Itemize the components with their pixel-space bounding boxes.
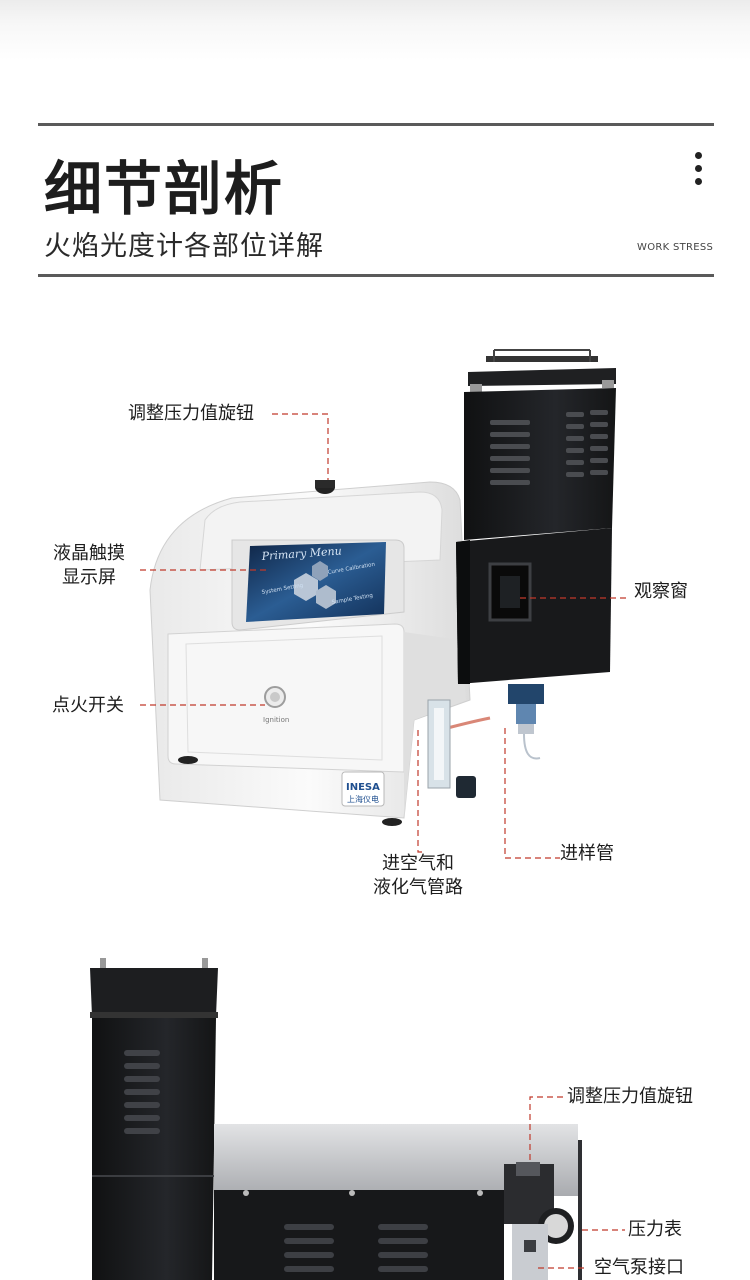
label-lcd-line1: 液晶触摸 [53, 543, 125, 564]
header-rule-top [38, 123, 714, 126]
label-gas-line1: 进空气和 [382, 853, 454, 874]
label-ignition-switch: 点火开关 [52, 695, 124, 716]
label-gas-line2: 液化气管路 [373, 877, 463, 898]
callout-lines-top [140, 413, 628, 859]
header-rule-bottom [38, 274, 714, 277]
label-sample-tube: 进样管 [560, 843, 614, 864]
label-pressure-knob: 调整压力值旋钮 [128, 403, 254, 424]
vertical-dots-icon [695, 152, 703, 186]
brand-logo-cn: 上海仪电 [347, 794, 379, 804]
screen-menu-title: Primary Menu [260, 544, 342, 563]
flame-photometer-main-unit [149, 480, 471, 826]
page-title: 细节剖析 [44, 155, 285, 223]
page-subtitle: 火焰光度计各部位详解 [44, 231, 324, 262]
section-tag: WORK STRESS [637, 242, 714, 253]
top-shade [0, 0, 750, 60]
flame-photometer-rear-view [90, 958, 582, 1280]
callout-lines-bottom [529, 1096, 625, 1269]
label-pressure-gauge: 压力表 [628, 1219, 682, 1240]
brand-logo: INESA [346, 782, 380, 793]
label-lcd-line2: 显示屏 [62, 567, 116, 588]
ignition-caption: Ignition [263, 716, 289, 724]
label-bottom-pressure-knob: 调整压力值旋钮 [567, 1086, 693, 1107]
label-gas-lines: 进空气和 液化气管路 [362, 852, 474, 900]
label-air-pump-port: 空气泵接口 [594, 1257, 684, 1278]
label-lcd-touchscreen: 液晶触摸 显示屏 [46, 542, 132, 590]
label-observation-window: 观察窗 [634, 581, 688, 602]
burner-chimney [427, 349, 616, 798]
